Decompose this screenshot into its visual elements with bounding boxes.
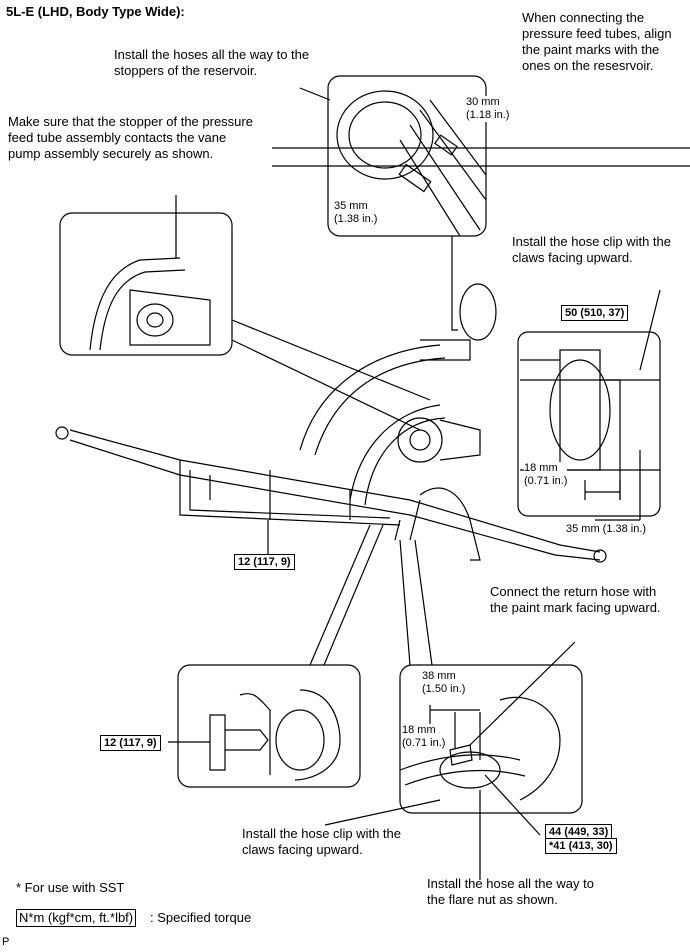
- torque-41: *41 (413, 30): [545, 838, 617, 854]
- legend-torque-desc: : Specified torque: [150, 910, 252, 925]
- dim-18mm-bottom: 18 mm (0.71 in.): [402, 724, 446, 750]
- pump-clip-detail-box: [517, 331, 661, 517]
- corner-mark: P: [2, 936, 10, 948]
- dim-35mm-top: 35 mm (1.38 in.): [334, 200, 378, 226]
- note-hoses-reservoir: Install the hoses all the way to the sto…: [114, 47, 310, 78]
- note-stopper-contact: Make sure that the stopper of the pressu…: [8, 114, 253, 161]
- note-hose-clip-top: Install the hose clip with the claws fac…: [512, 234, 671, 265]
- legend-sst: * For use with SST: [16, 880, 125, 895]
- dim-30mm: 30 mm (1.18 in.): [466, 96, 510, 122]
- dim-38mm: 38 mm (1.50 in.): [422, 670, 466, 696]
- note-paint-marks: When connecting the pressure feed tubes,…: [522, 10, 672, 73]
- note-flare-nut: Install the hose all the way to the flar…: [427, 876, 594, 907]
- bracket-detail-box: [177, 664, 361, 788]
- reservoir-detail-box: [327, 75, 487, 237]
- note-return-hose: Connect the return hose with the paint m…: [490, 584, 661, 615]
- page-title: 5L-E (LHD, Body Type Wide):: [6, 4, 185, 19]
- torque-12-main: 12 (117, 9): [234, 554, 295, 570]
- legend-torque-key: N*m (kgf*cm, ft.*lbf): [16, 909, 137, 927]
- flare-nut-detail-box: [399, 664, 583, 814]
- vane-pump-detail-box: [59, 212, 233, 356]
- note-hose-clip-bottom: Install the hose clip with the claws fac…: [242, 826, 401, 857]
- torque-50: 50 (510, 37): [561, 305, 629, 321]
- torque-12-detail: 12 (117, 9): [100, 735, 161, 751]
- dim-18mm-right: 18 mm (0.71 in.): [524, 462, 568, 488]
- dim-35mm-right: 35 mm (1.38 in.): [566, 523, 647, 535]
